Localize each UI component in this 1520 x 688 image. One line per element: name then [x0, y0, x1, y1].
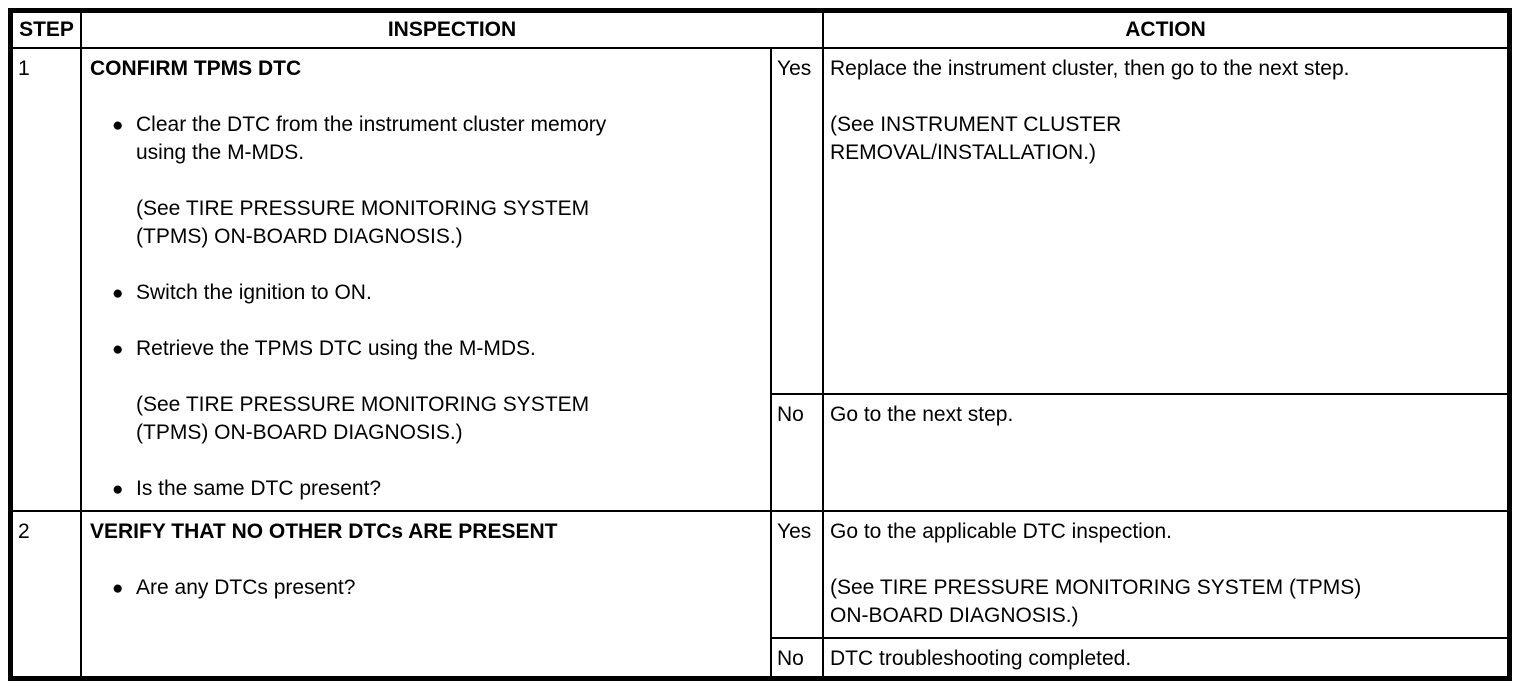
header-step-label: STEP: [19, 18, 74, 41]
inspection-title: VERIFY THAT NO OTHER DTCs ARE PRESENT: [90, 520, 558, 543]
inspection-note-item: (See TIRE PRESSURE MONITORING SYSTEM (TP…: [90, 391, 770, 447]
answer-label: Yes: [777, 57, 812, 80]
inspection-bullet-item: ● Are any DTCs present?: [90, 574, 770, 602]
action-text-line: Go to the applicable DTC inspection.: [830, 520, 1173, 543]
header-action: ACTION: [822, 13, 1507, 47]
answer-label: No: [777, 647, 804, 670]
inspection-bullet-item: ● Clear the DTC from the instrument clus…: [90, 111, 770, 167]
header-step: STEP: [13, 13, 80, 47]
inspection-text-line: (See TIRE PRESSURE MONITORING SYSTEM: [136, 197, 590, 220]
step2-number-cell: 2: [13, 510, 80, 676]
inspection-note-item: (See TIRE PRESSURE MONITORING SYSTEM (TP…: [90, 195, 770, 251]
answer-label: No: [777, 403, 804, 426]
step2-no-cell: No: [770, 637, 822, 676]
action-text-line: ON-BOARD DIAGNOSIS.): [830, 604, 1079, 627]
step1-no-action-cell: Go to the next step.: [822, 393, 1507, 510]
action-text-line: DTC troubleshooting completed.: [830, 647, 1132, 670]
inspection-text-line: Are any DTCs present?: [136, 576, 356, 599]
step1-inspection-cell: CONFIRM TPMS DTC ● Clear the DTC from th…: [80, 47, 770, 510]
inspection-text-line: (TPMS) ON-BOARD DIAGNOSIS.): [136, 225, 463, 248]
inspection-bullet-item: ● Retrieve the TPMS DTC using the M-MDS.: [90, 335, 770, 363]
header-inspection-label: INSPECTION: [387, 18, 517, 41]
step1-yes-cell: Yes: [770, 47, 822, 393]
step1-no-cell: No: [770, 393, 822, 510]
action-text-line: (See INSTRUMENT CLUSTER: [830, 113, 1122, 136]
inspection-bullet-item: ● Is the same DTC present?: [90, 475, 770, 503]
bullet-icon: ●: [112, 283, 124, 304]
header-inspection: INSPECTION: [80, 13, 822, 47]
step2-no-action-cell: DTC troubleshooting completed.: [822, 637, 1507, 676]
step2-yes-action-cell: Go to the applicable DTC inspection. (Se…: [822, 510, 1507, 637]
step-number: 1: [18, 57, 30, 80]
action-text-line: Replace the instrument cluster, then go …: [830, 57, 1350, 80]
bullet-icon: ●: [112, 339, 124, 360]
bullet-icon: ●: [112, 578, 124, 599]
inspection-text-line: Switch the ignition to ON.: [136, 281, 372, 304]
inspection-text-line: Retrieve the TPMS DTC using the M-MDS.: [136, 337, 536, 360]
answer-label: Yes: [777, 520, 812, 543]
action-text-line: [830, 83, 1507, 111]
action-text-line: (See TIRE PRESSURE MONITORING SYSTEM (TP…: [830, 576, 1362, 599]
bullet-icon: ●: [112, 479, 124, 500]
inspection-title: CONFIRM TPMS DTC: [90, 57, 302, 80]
step1-yes-action-cell: Replace the instrument cluster, then go …: [822, 47, 1507, 393]
bullet-icon: ●: [112, 115, 124, 136]
header-action-label: ACTION: [1125, 18, 1206, 41]
inspection-text-line: (See TIRE PRESSURE MONITORING SYSTEM: [136, 393, 590, 416]
action-text-line: Go to the next step.: [830, 403, 1014, 426]
step-number: 2: [18, 520, 30, 543]
inspection-text-line: Is the same DTC present?: [136, 477, 382, 500]
step2-inspection-cell: VERIFY THAT NO OTHER DTCs ARE PRESENT ● …: [80, 510, 770, 676]
troubleshooting-table: STEP INSPECTION ACTION 1 CONFIRM TPMS DT…: [8, 8, 1512, 681]
step2-yes-cell: Yes: [770, 510, 822, 637]
inspection-text-line: (TPMS) ON-BOARD DIAGNOSIS.): [136, 421, 463, 444]
inspection-text-line: using the M-MDS.: [136, 141, 305, 164]
inspection-text-line: Clear the DTC from the instrument cluste…: [136, 113, 607, 136]
step1-number-cell: 1: [13, 47, 80, 510]
inspection-bullet-item: ● Switch the ignition to ON.: [90, 279, 770, 307]
action-text-line: REMOVAL/INSTALLATION.): [830, 141, 1097, 164]
action-text-line: [830, 546, 1507, 574]
